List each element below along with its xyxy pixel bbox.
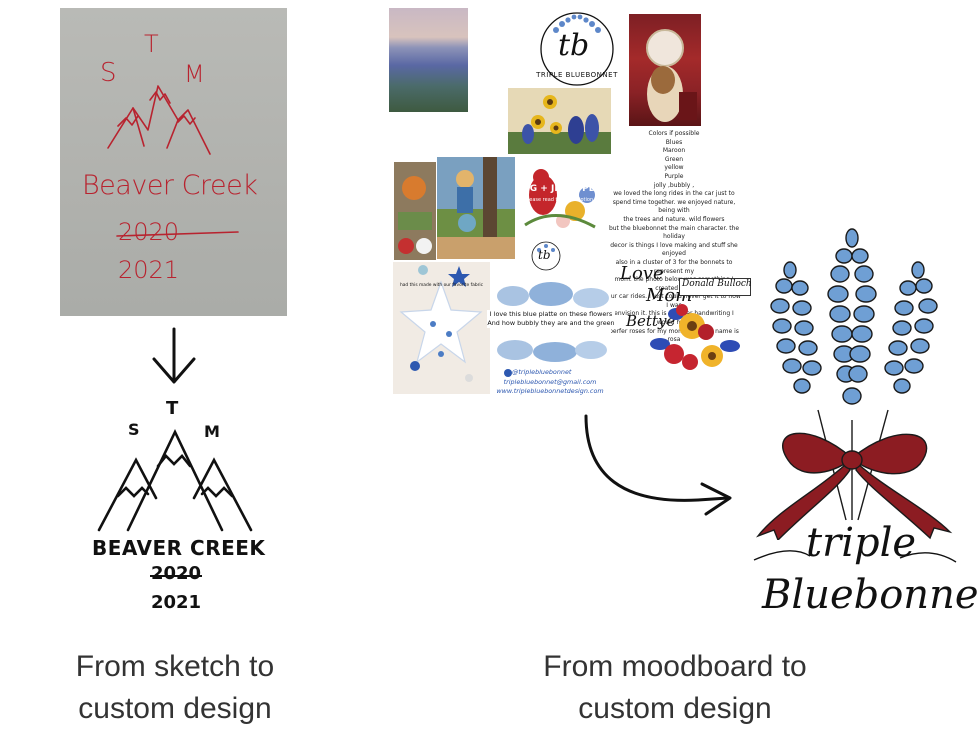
- platte-note: I love this blue platte on these flowers…: [487, 310, 615, 328]
- file-note-label: Please read the description: [524, 197, 594, 203]
- note-line: also in a cluster of 3 for the bonnets t…: [615, 258, 733, 275]
- collie-photo: [629, 14, 701, 126]
- final-logo-swash: [753, 550, 957, 563]
- holiday-decor-photo: [394, 162, 436, 260]
- left-caption: From sketch to custom design: [40, 646, 310, 730]
- signature: Donald Bulloch: [682, 279, 752, 289]
- left-caption-line-1: From sketch to: [75, 650, 275, 683]
- left-caption-line-2: custom design: [78, 692, 272, 725]
- sketch-letter-t: T: [144, 30, 159, 58]
- note-line: jolly ,bubbly ,: [653, 181, 695, 189]
- note-line: yellow: [664, 164, 684, 172]
- note-line: decor is things I love making and stuff …: [610, 241, 738, 258]
- small-logo-graphic: [531, 241, 561, 271]
- note-line: Green: [664, 155, 684, 163]
- final-letter-m: M: [204, 422, 220, 441]
- sketch-old-year: 2020: [118, 218, 180, 246]
- final-mountains-graphic: [97, 428, 253, 532]
- final-letter-s: S: [128, 420, 140, 439]
- sketch-letter-m: M: [184, 60, 205, 88]
- round-logo-initials: tb: [558, 28, 590, 63]
- signature-box: [679, 278, 751, 296]
- note-line: Purple: [664, 172, 684, 180]
- contact-handle: @triplebluebonnet: [512, 368, 572, 376]
- round-logo-name: TRIPLE BLUEBONNET: [536, 71, 618, 79]
- final-logo-line-2: Bluebonnet: [762, 572, 980, 618]
- note-line: perfer roses for my mom since her name i…: [609, 327, 739, 344]
- scarecrow-photo: [437, 157, 515, 237]
- sketch-new-year: 2021: [118, 256, 180, 284]
- sketch-place-name: Beaver Creek: [82, 170, 258, 201]
- arrow-down-icon: [152, 327, 196, 384]
- final-strike-line: [150, 575, 202, 577]
- round-logo-graphic: [540, 12, 614, 86]
- note-line: mom. the photo below was something I cre…: [614, 276, 734, 292]
- final-old-year: 2020: [150, 563, 202, 584]
- autumn-strip-photo: [437, 237, 515, 259]
- arrow-right-icon: [584, 414, 732, 516]
- final-new-year: 2021: [150, 592, 202, 613]
- small-logo-initials: tb: [538, 248, 551, 262]
- note-line: our car rides. I just could never get it…: [607, 293, 741, 309]
- right-caption-line-1: From moodboard to: [543, 650, 807, 683]
- sketch-photo: [60, 8, 287, 316]
- final-place-name: BEAVER CREEK: [92, 536, 266, 560]
- contact-email: triplebluebonnet@gmail.com: [503, 378, 597, 386]
- cardinal-clipart: [515, 155, 603, 235]
- bluebonnet-bouquet-graphic: [755, 228, 953, 540]
- note-line: we loved the long rides in the car just …: [613, 190, 735, 198]
- file-types-label: PNG + JPG + PDF: [515, 184, 603, 194]
- note-line: Blues: [665, 138, 683, 146]
- note-line: spend time together. we enjoyed nature, …: [612, 198, 736, 215]
- fabric-note: had this made with our favorite fabric: [399, 283, 484, 288]
- platte-note-line-1: I love this blue platte on these flowers: [489, 310, 613, 318]
- platte-note-line-2: And how bubbly they are and the green: [487, 319, 615, 327]
- instagram-icon: [504, 369, 512, 377]
- right-caption-line-2: custom design: [578, 692, 772, 725]
- fabric-star-photo: [393, 262, 490, 394]
- roses-sunflowers-clipart: [650, 304, 740, 370]
- note-line: Maroon: [662, 147, 686, 155]
- note-line: Colors if possible: [648, 130, 700, 137]
- sunflower-painting-photo: [508, 88, 611, 154]
- note-line: but the bluebonnet the main character. t…: [608, 224, 740, 241]
- sketch-letter-s: S: [100, 58, 117, 88]
- handwriting-bettye: Bettye: [626, 312, 676, 330]
- note-line: the trees and nature. wild flowers: [623, 215, 725, 223]
- sketch-mountains-drawing: [107, 85, 239, 237]
- right-caption: From moodboard to custom design: [520, 646, 830, 730]
- final-logo-line-1: triple: [806, 520, 917, 566]
- contact-website: www.triplebluebonnetdesign.com: [496, 387, 604, 395]
- bluebonnet-field-photo: [389, 8, 468, 112]
- handwriting-love: Love: [620, 263, 664, 284]
- final-letter-t: T: [166, 398, 179, 419]
